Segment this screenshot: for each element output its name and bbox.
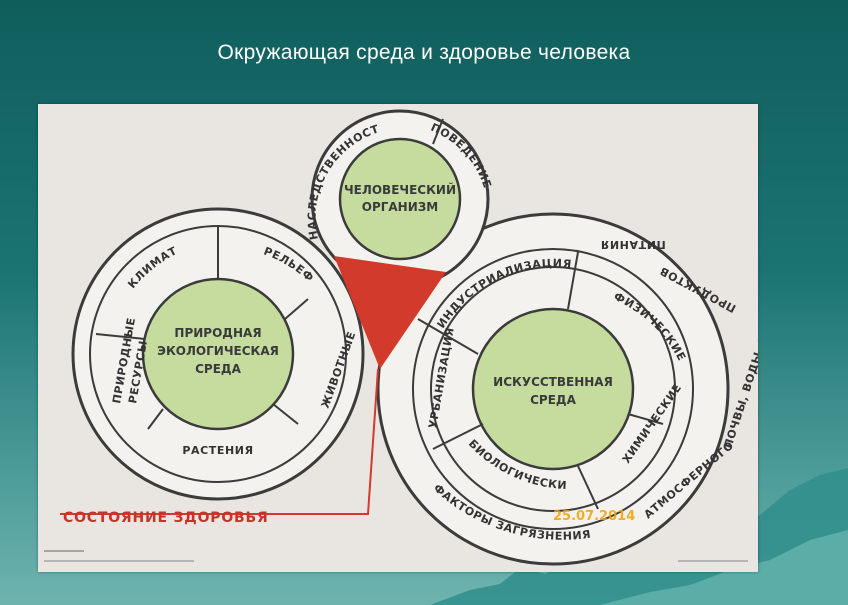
fine-print-mark	[44, 560, 194, 562]
health-state-label: СОСТОЯНИЕ ЗДОРОВЬЯ	[63, 510, 269, 526]
plants-label: РАСТЕНИЯ	[182, 444, 253, 457]
human-organism-wheel	[310, 109, 490, 289]
organism-core-circle	[338, 137, 462, 261]
artificial-label-2: СРЕДА	[530, 393, 576, 407]
slide-title: Окружающая среда и здоровье человека	[217, 41, 631, 64]
artificial-environment-wheel	[376, 212, 730, 566]
artificial-core-circle	[471, 307, 635, 471]
poster: ЧЕЛОВЕЧЕСКИЙ ОРГАНИЗМ НАСЛЕДСТВЕННОСТЬ П…	[38, 104, 758, 572]
natural-label-3: СРЕДА	[195, 362, 241, 376]
natural-label-2: ЭКОЛОГИЧЕСКАЯ	[157, 344, 279, 358]
nutrition-label: ПИТАНИЯ	[600, 238, 666, 251]
natural-environment-wheel	[71, 207, 365, 501]
health-pointer-line	[60, 368, 379, 515]
ecology-diagram: ЧЕЛОВЕЧЕСКИЙ ОРГАНИЗМ НАСЛЕДСТВЕННОСТЬ П…	[38, 104, 758, 566]
influence-funnel	[334, 256, 446, 369]
organism-label-1: ЧЕЛОВЕЧЕСКИЙ	[344, 182, 456, 197]
fine-print-mark	[44, 550, 84, 552]
artificial-label-1: ИСКУССТВЕННАЯ	[493, 375, 613, 389]
natural-label-1: ПРИРОДНАЯ	[174, 326, 261, 340]
fine-print-mark	[678, 560, 748, 562]
date-stamp: 25.07.2014	[553, 509, 635, 524]
organism-label-2: ОРГАНИЗМ	[362, 200, 438, 214]
